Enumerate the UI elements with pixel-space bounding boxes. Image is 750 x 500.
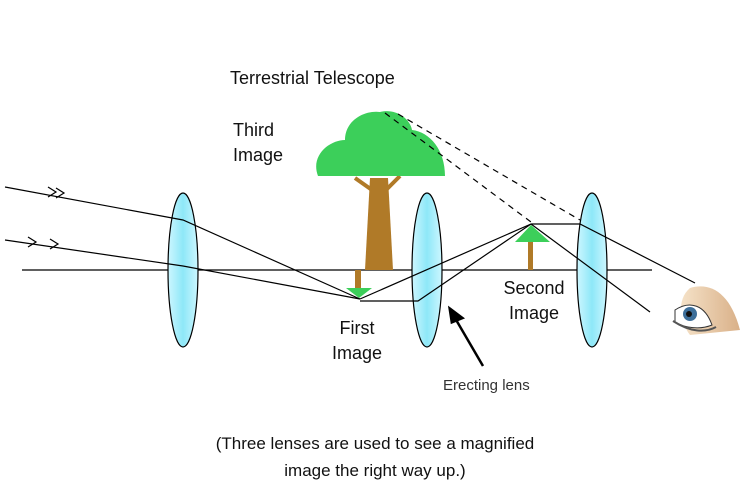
caption-line: image the right way up.) bbox=[284, 461, 466, 480]
label-line: Third bbox=[233, 120, 275, 140]
diagram-title: Terrestrial Telescope bbox=[230, 68, 395, 88]
third-image-label: Third Image bbox=[233, 118, 283, 168]
second-image-tree bbox=[515, 225, 550, 270]
label-line: Image bbox=[508, 303, 560, 323]
light-rays bbox=[4, 186, 696, 313]
label-line: Second bbox=[503, 278, 565, 298]
caption-line: (Three lenses are used to see a magnifie… bbox=[215, 434, 535, 453]
tree-third-image bbox=[316, 111, 445, 270]
erecting-lens-label: Erecting lens bbox=[443, 377, 530, 394]
second-image-label: Second Image bbox=[490, 276, 578, 326]
label-line: Image bbox=[331, 343, 383, 363]
erecting-lens-arrow bbox=[447, 305, 485, 367]
virtual-rays bbox=[384, 112, 581, 223]
label-line: First bbox=[339, 318, 375, 338]
objective-lens bbox=[167, 192, 199, 348]
eye-icon bbox=[672, 286, 740, 335]
eyepiece-lens bbox=[576, 192, 608, 348]
first-image-tree bbox=[346, 270, 372, 298]
caption: (Three lenses are used to see a magnifie… bbox=[0, 430, 750, 484]
label-line: Image bbox=[233, 145, 284, 165]
first-image-label: First Image bbox=[322, 316, 392, 366]
